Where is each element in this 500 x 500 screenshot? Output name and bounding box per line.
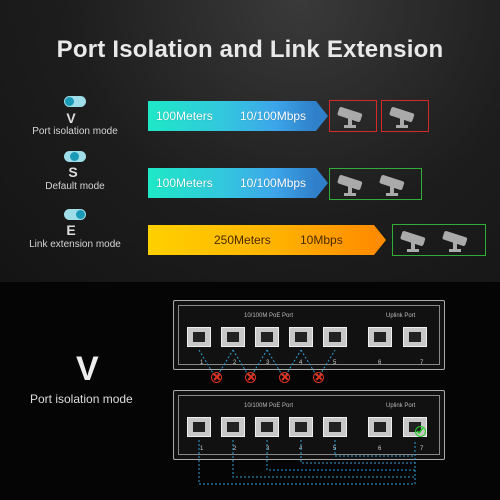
ethernet-port-icon bbox=[221, 327, 245, 347]
port-number: 1 bbox=[200, 446, 204, 452]
toggle-icon bbox=[64, 209, 86, 220]
distance-text: 250Meters bbox=[214, 233, 271, 247]
mode-label: Link extension mode bbox=[29, 239, 121, 250]
port-number: 3 bbox=[266, 360, 270, 366]
poe-port-label: 10/100M PoE Port bbox=[244, 313, 294, 319]
ethernet-port-icon bbox=[289, 417, 313, 437]
page-title: Port Isolation and Link Extension bbox=[56, 36, 444, 63]
mode-label: Port isolation mode bbox=[30, 392, 133, 406]
ethernet-port-icon bbox=[368, 417, 392, 437]
port-number: 1 bbox=[200, 360, 204, 366]
blocked-x-icon bbox=[313, 372, 324, 383]
distance-text: 100Meters bbox=[156, 176, 213, 190]
ethernet-port-icon bbox=[255, 417, 279, 437]
toggle-icon bbox=[64, 96, 86, 107]
arrow-icon bbox=[316, 101, 328, 131]
camera-box bbox=[329, 100, 377, 132]
mode-label: Port isolation mode bbox=[32, 126, 118, 137]
port-number: 7 bbox=[420, 360, 424, 366]
camera-icon bbox=[337, 175, 405, 196]
blocked-x-icon bbox=[245, 372, 256, 383]
port-number: 2 bbox=[233, 446, 237, 452]
toggle-icon bbox=[64, 151, 86, 162]
speed-text: 10/100Mbps bbox=[240, 176, 307, 190]
port-number: 5 bbox=[333, 360, 337, 366]
camera-box bbox=[392, 224, 486, 256]
uplink-port-label: Uplink Port bbox=[386, 313, 416, 319]
camera-icon bbox=[389, 107, 415, 128]
ethernet-port-icon bbox=[403, 327, 427, 347]
mode-letter-large: V bbox=[76, 350, 99, 388]
camera-icon bbox=[337, 107, 363, 128]
port-number: 3 bbox=[266, 446, 270, 452]
arrow-icon bbox=[316, 168, 328, 198]
mode-letter: S bbox=[68, 164, 78, 180]
ethernet-port-icon bbox=[289, 327, 313, 347]
ethernet-port-icon bbox=[323, 327, 347, 347]
blocked-x-icon bbox=[279, 372, 290, 383]
poe-port-label: 10/100M PoE Port bbox=[244, 403, 294, 409]
mode-letter: V bbox=[66, 110, 76, 126]
check-icon bbox=[415, 426, 426, 437]
port-number: 6 bbox=[378, 360, 382, 366]
ethernet-port-icon bbox=[323, 417, 347, 437]
port-number: 6 bbox=[378, 446, 382, 452]
speed-text: 10/100Mbps bbox=[240, 109, 307, 123]
port-number: 2 bbox=[233, 360, 237, 366]
ethernet-port-icon bbox=[255, 327, 279, 347]
uplink-port-label: Uplink Port bbox=[386, 403, 416, 409]
port-number: 4 bbox=[299, 360, 303, 366]
blocked-x-icon bbox=[211, 372, 222, 383]
distance-text: 100Meters bbox=[156, 109, 213, 123]
camera-box bbox=[329, 168, 422, 200]
ethernet-port-icon bbox=[187, 417, 211, 437]
ethernet-port-icon bbox=[221, 417, 245, 437]
ethernet-port-icon bbox=[368, 327, 392, 347]
ethernet-port-icon bbox=[187, 327, 211, 347]
port-number: 7 bbox=[420, 446, 424, 452]
camera-icon bbox=[400, 231, 468, 252]
mode-label: Default mode bbox=[45, 181, 105, 192]
mode-letter: E bbox=[66, 222, 76, 238]
camera-box bbox=[381, 100, 429, 132]
speed-text: 10Mbps bbox=[300, 233, 343, 247]
speed-bar: 100Meters 10/100Mbps bbox=[148, 101, 316, 131]
speed-bar: 100Meters 10/100Mbps bbox=[148, 168, 316, 198]
arrow-icon bbox=[374, 225, 386, 255]
speed-bar: 250Meters 10Mbps bbox=[148, 225, 374, 255]
